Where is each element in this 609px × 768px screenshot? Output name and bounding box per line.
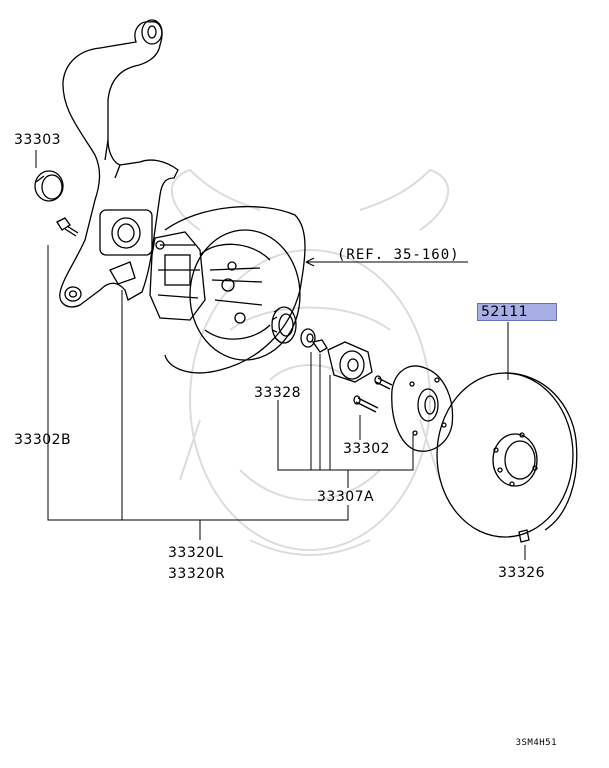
label-33303[interactable]: 33303 [14,132,62,148]
label-52111[interactable]: 52111 [477,303,558,321]
caliper [149,231,206,321]
leader-lines [35,150,526,560]
label-33320r[interactable]: 33320R [168,566,226,582]
bolt-33302b [56,217,79,237]
bearing-33328 [271,306,297,344]
dust-cap-33303 [34,170,64,202]
watermark-emblem [170,168,450,556]
nut [311,339,328,353]
hub-flange [391,365,454,452]
hub-bolt-33302 [353,375,393,413]
diagram-code: 3SM4H51 [515,738,557,748]
label-33302b[interactable]: 33302B [14,432,72,448]
washer [300,328,316,348]
steering-knuckle [59,19,179,308]
label-33326[interactable]: 33326 [498,565,546,581]
label-33328[interactable]: 33328 [254,385,302,401]
reference-label[interactable]: (REF. 35-160) [337,247,460,263]
label-33320l[interactable]: 33320L [168,545,224,561]
backing-plate-assembly [164,206,306,374]
hub-33307a [327,341,373,383]
label-33307a[interactable]: 33307A [317,489,375,505]
screw-33326 [518,529,530,543]
label-33302[interactable]: 33302 [343,441,391,457]
brake-disc-52111 [436,372,578,538]
